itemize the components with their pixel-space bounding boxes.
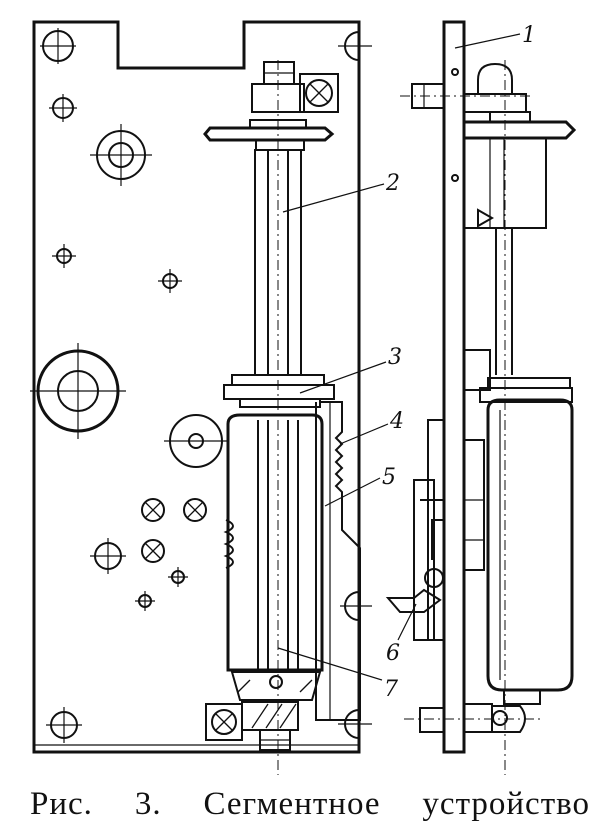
- figure-caption: Рис. 3. Сегментное устройство: [30, 786, 590, 826]
- label-5: 5: [382, 465, 396, 490]
- caption-word-1: Сегментное: [203, 786, 381, 822]
- top-disk: [203, 126, 335, 142]
- top-clamp: [251, 61, 339, 113]
- front-view: [30, 20, 372, 775]
- side-plate: [442, 20, 466, 754]
- label-2: 2: [385, 171, 400, 196]
- part-labels: 1 2 3 4 5 6 7: [382, 23, 536, 702]
- caption-word-2: устройство: [422, 786, 590, 822]
- shaft: [254, 60, 302, 775]
- spring-coil: [223, 519, 234, 569]
- side-view: [385, 20, 577, 775]
- caption-number: 3.: [134, 786, 162, 822]
- label-6: 6: [386, 641, 400, 666]
- toothed-rack: [315, 401, 361, 721]
- label-7: 7: [384, 677, 398, 702]
- base-plate: [32, 20, 361, 754]
- lower-mechanism: [205, 671, 322, 751]
- mounting-holes: [30, 28, 372, 743]
- label-1: 1: [522, 23, 536, 48]
- caption-prefix: Рис.: [30, 786, 93, 822]
- label-4: 4: [389, 409, 404, 434]
- leader-lines: [277, 33, 521, 681]
- cylinder-body: [226, 413, 324, 672]
- middle-disk: [223, 374, 335, 408]
- label-3: 3: [388, 345, 402, 370]
